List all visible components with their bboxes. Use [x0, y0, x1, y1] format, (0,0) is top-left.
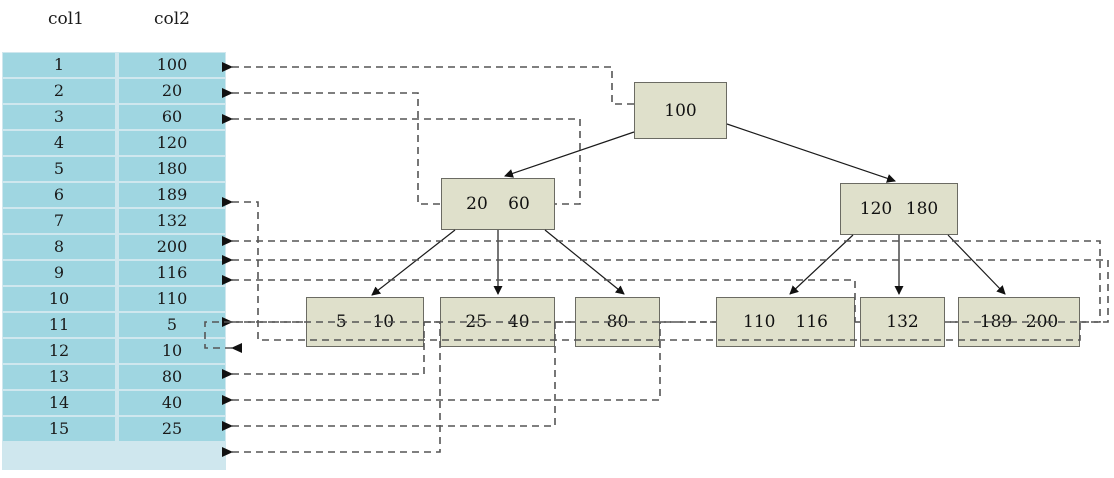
- table-cell-col1: 8: [3, 235, 115, 259]
- table-cell-col1: 6: [3, 183, 115, 207]
- table-cell-col2: 100: [119, 53, 225, 77]
- table-cell-col2: 200: [119, 235, 225, 259]
- node-key: 180: [905, 199, 939, 219]
- node-key: 110: [743, 312, 776, 332]
- table-cell-col2: 5: [119, 313, 225, 337]
- node-key: 40: [507, 312, 530, 332]
- table-cell-col2: 132: [119, 209, 225, 233]
- node-key: 60: [508, 194, 530, 214]
- table-cell-col1: 2: [3, 79, 115, 103]
- table-cell-col2: 60: [119, 105, 225, 129]
- node-key: 120: [859, 199, 893, 219]
- btree-leaf-node-2[interactable]: 25 40: [440, 297, 555, 347]
- btree-root-node[interactable]: 100: [634, 82, 727, 139]
- table-cell-col1: 7: [3, 209, 115, 233]
- btree-leaf-node-6[interactable]: 189 200: [958, 297, 1080, 347]
- btree-leaf-node-4[interactable]: 110 116: [716, 297, 855, 347]
- btree-leaf-node-5[interactable]: 132: [860, 297, 945, 347]
- table-cell-col1: 10: [3, 287, 115, 311]
- btree-internal-node-right[interactable]: 120 180: [840, 183, 958, 235]
- table-cell-col1: 5: [3, 157, 115, 181]
- table-cell-col2: 180: [119, 157, 225, 181]
- table-cell-col1: 3: [3, 105, 115, 129]
- node-key: 116: [795, 312, 828, 332]
- btree-leaf-node-1[interactable]: 5 10: [306, 297, 424, 347]
- table-cell-col1: 12: [3, 339, 115, 363]
- table-cell-col1: 9: [3, 261, 115, 285]
- btree-internal-node-left[interactable]: 20 60: [441, 178, 555, 230]
- table-cell-col1: 14: [3, 391, 115, 415]
- node-key: 10: [372, 312, 395, 332]
- table-cell-col1: 1: [3, 53, 115, 77]
- table-cell-col2: 20: [119, 79, 225, 103]
- table-cell-col1: 13: [3, 365, 115, 389]
- table-cell-col1: 15: [3, 417, 115, 441]
- btree-leaf-node-3[interactable]: 80: [575, 297, 660, 347]
- node-key: 5: [335, 312, 347, 332]
- node-key: 80: [606, 312, 629, 332]
- table-cell-col2: 80: [119, 365, 225, 389]
- table-cell-col1: 4: [3, 131, 115, 155]
- node-key: 25: [465, 312, 488, 332]
- table-cell-col2: 10: [119, 339, 225, 363]
- node-key: 200: [1025, 312, 1059, 332]
- node-key: 20: [466, 194, 488, 214]
- table-cell-col2: 189: [119, 183, 225, 207]
- table-cell-col1: 11: [3, 313, 115, 337]
- node-key: 189: [979, 312, 1013, 332]
- table-cell-col2: 25: [119, 417, 225, 441]
- table-column-header-col1: col1: [47, 9, 84, 29]
- table-cell-col2: 120: [119, 131, 225, 155]
- node-key: 100: [664, 100, 697, 121]
- table-cell-col2: 110: [119, 287, 225, 311]
- table-cell-col2: 116: [119, 261, 225, 285]
- table-column-header-col2: col2: [153, 9, 190, 29]
- node-key: 132: [886, 312, 919, 332]
- table-cell-col2: 40: [119, 391, 225, 415]
